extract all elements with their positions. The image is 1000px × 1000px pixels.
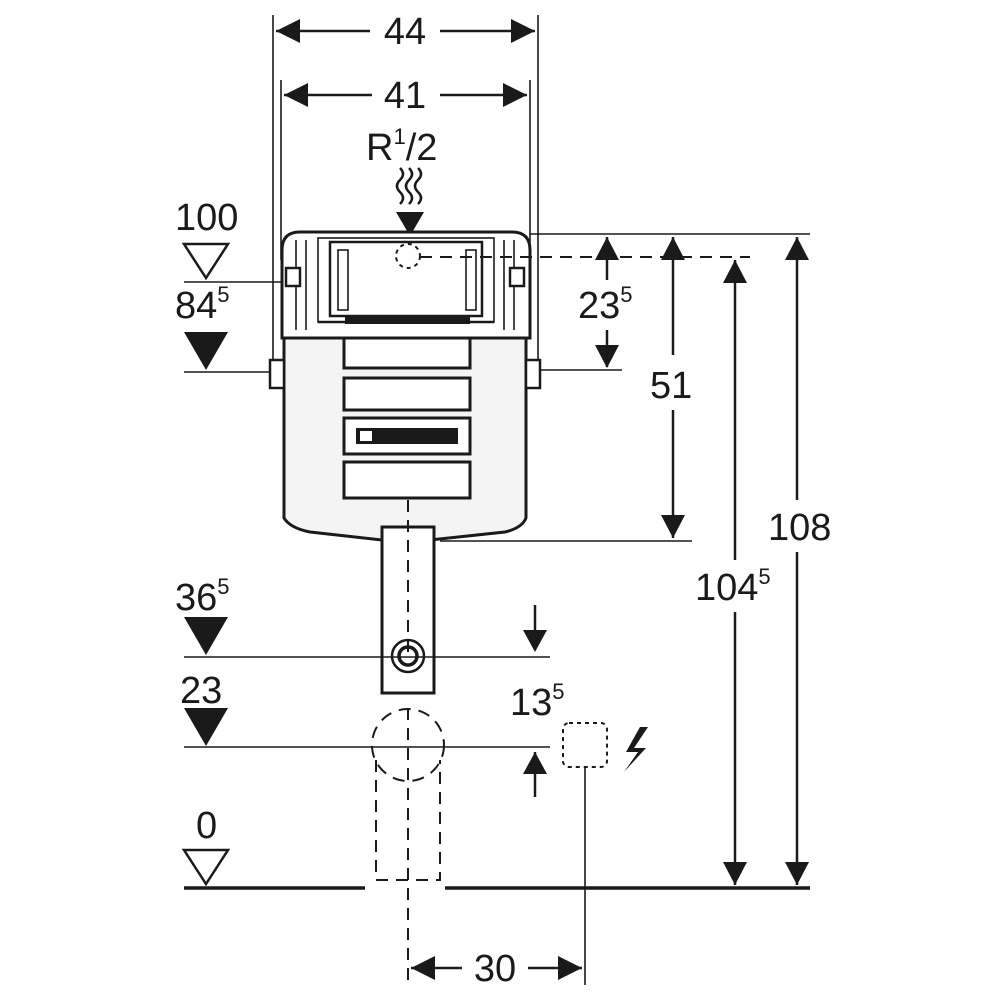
dimension-104-5: 1045 [695, 260, 771, 885]
dimension-30: 30 [411, 948, 582, 990]
dimension-51: 51 [650, 237, 692, 538]
flush-pipe [380, 500, 436, 695]
svg-text:23: 23 [180, 670, 222, 712]
electrical-socket [562, 722, 648, 985]
svg-text:GEBERIT: GEBERIT [376, 433, 420, 444]
width-41-dimension: 41 [280, 75, 531, 260]
water-connection-callout: R1/2 [366, 124, 437, 236]
width-41-label: 41 [384, 75, 426, 117]
svg-text:135: 135 [510, 679, 565, 724]
left-mounting-clamp [268, 358, 286, 390]
level-0-marker: 0 [181, 805, 810, 890]
svg-text:100: 100 [175, 197, 238, 239]
connection-label: R1/2 [366, 124, 437, 169]
svg-text:1045: 1045 [695, 564, 771, 609]
svg-text:108: 108 [768, 507, 831, 549]
waste-pipe-outline [371, 708, 445, 985]
dimension-108: 108 [768, 237, 831, 885]
pipe-connection-ring [390, 638, 426, 674]
svg-text:235: 235 [578, 282, 633, 327]
svg-text:30: 30 [474, 948, 516, 990]
width-44-label: 44 [384, 11, 426, 53]
electrical-height-dimension: 135 [510, 605, 565, 797]
svg-text:0: 0 [196, 805, 217, 847]
reference-lines [420, 233, 810, 542]
level-84-marker: 845 [175, 282, 270, 373]
cistern-body: GEBERIT [268, 230, 542, 542]
svg-text:51: 51 [650, 365, 692, 407]
level-100-marker: 100 [175, 197, 282, 283]
geberit-logo [356, 428, 458, 444]
level-23-marker: 23 [180, 670, 550, 748]
level-36-marker: 365 [175, 574, 550, 658]
width-44-dimension: 44 [272, 11, 539, 365]
water-inlet-arrow-icon [396, 212, 424, 236]
dimension-23-5: 235 [578, 237, 633, 368]
right-mounting-clamp [524, 358, 542, 390]
svg-text:365: 365 [175, 574, 230, 619]
socket-box [562, 722, 608, 768]
electricity-icon [624, 727, 648, 772]
svg-text:845: 845 [175, 282, 230, 327]
